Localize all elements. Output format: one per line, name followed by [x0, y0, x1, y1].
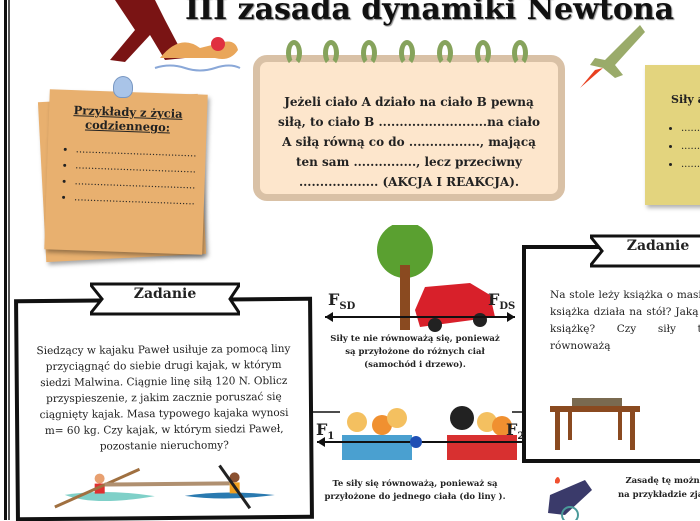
- car-caption: Siły te nie równoważą się, ponieważ są p…: [330, 334, 500, 370]
- examples-heading: Przykłady z życia codziennego:: [73, 103, 183, 135]
- force-subscript: DS: [499, 301, 516, 313]
- force-label-sd: FSD: [328, 290, 355, 312]
- spiral-ring-icon: [475, 40, 491, 66]
- force-subscript: SD: [339, 301, 356, 313]
- principle-text: Jeżeli ciało A działo na ciało B pewną s…: [277, 95, 541, 189]
- swimmer-icon: [154, 37, 241, 72]
- kayaks-illustration: [54, 464, 275, 510]
- force-label-f1: F1: [316, 420, 334, 442]
- running-figure-icon: [110, 0, 185, 62]
- task-banner-right: [590, 234, 700, 268]
- force-label-ds: FDS: [488, 290, 515, 312]
- forces-note: Siły a ........ ........ ......: [645, 65, 700, 205]
- rope-center-dot: [410, 436, 422, 448]
- cannon-icon: [548, 477, 592, 520]
- principle-card: Jeżeli ciało A działo na ciało B pewną s…: [253, 55, 565, 201]
- force-subscript: 1: [327, 431, 335, 443]
- pushpin-icon: [113, 76, 133, 98]
- spiral-ring-icon: [286, 40, 302, 66]
- forces-blank: ........: [681, 120, 700, 138]
- task-text: Na stole leży książka o masie książka dz…: [550, 289, 700, 352]
- task-banner-label: Zadanie: [133, 286, 197, 302]
- rocket-plane-icon: [580, 25, 645, 88]
- observation-line: Zasadę tę można obse: [625, 476, 700, 486]
- force-symbol: F: [316, 420, 328, 439]
- forces-heading: Siły a: [671, 93, 700, 106]
- spiral-ring-icon: [323, 40, 339, 66]
- task-banner-label: Zadanie: [626, 238, 690, 254]
- task-banner-left: [90, 282, 240, 316]
- forces-blank: ........: [681, 138, 700, 156]
- forces-blank: ......: [681, 156, 700, 174]
- observation-line: na przykładzie zjawiska: [617, 490, 700, 500]
- example-blank: ......................................: [74, 190, 195, 210]
- force-subscript: 2: [517, 431, 525, 443]
- force-label-f2: F2: [506, 420, 524, 442]
- force-symbol: F: [328, 290, 340, 309]
- tug-of-war-illustration: [312, 406, 540, 460]
- examples-note: Przykłady z życia codziennego: .........…: [44, 89, 208, 255]
- spiral-ring-icon: [399, 40, 415, 66]
- rope-caption: Te siły się równoważą, ponieważ są przył…: [324, 479, 506, 502]
- car-tree-illustration: [325, 225, 515, 332]
- spiral-ring-icon: [437, 40, 453, 66]
- task-box-book: Na stole leży książka o masie książka dz…: [522, 245, 700, 463]
- force-symbol: F: [506, 420, 518, 439]
- force-symbol: F: [488, 290, 500, 309]
- page-title: III zasada dynamiki Newtona: [185, 0, 675, 27]
- book-table-illustration: [550, 398, 640, 450]
- spiral-ring-icon: [512, 40, 528, 66]
- task-box-kayak: Siedzący w kajaku Paweł usiłuje za pomoc…: [14, 296, 314, 521]
- task-text: Siedzący w kajaku Paweł usiłuje za pomoc…: [36, 342, 291, 453]
- spiral-ring-icon: [361, 40, 377, 66]
- observation-note: Zasadę tę można obse na przykładzie zjaw…: [590, 474, 700, 502]
- page-border: [4, 0, 10, 520]
